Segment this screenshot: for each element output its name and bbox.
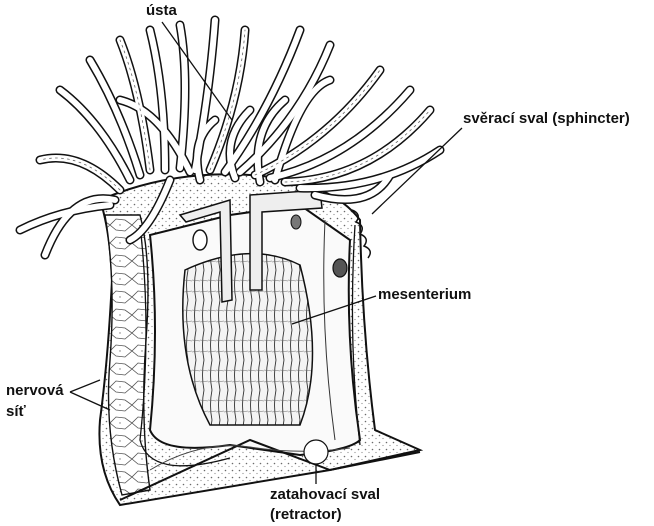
label-nerve-net-line2: síť <box>6 403 26 421</box>
leader-nerve-net-a <box>70 380 100 392</box>
label-retractor-line2: (retractor) <box>270 506 342 524</box>
label-mouth: ústa <box>146 2 177 20</box>
label-sphincter: svěrací sval (sphincter) <box>463 110 630 128</box>
label-retractor-line1: zatahovací sval <box>270 486 380 504</box>
label-nerve-net-line1: nervová <box>6 382 64 400</box>
leader-sphincter <box>372 128 462 214</box>
leader-mouth <box>162 22 232 120</box>
label-mesentery: mesenterium <box>378 286 471 304</box>
